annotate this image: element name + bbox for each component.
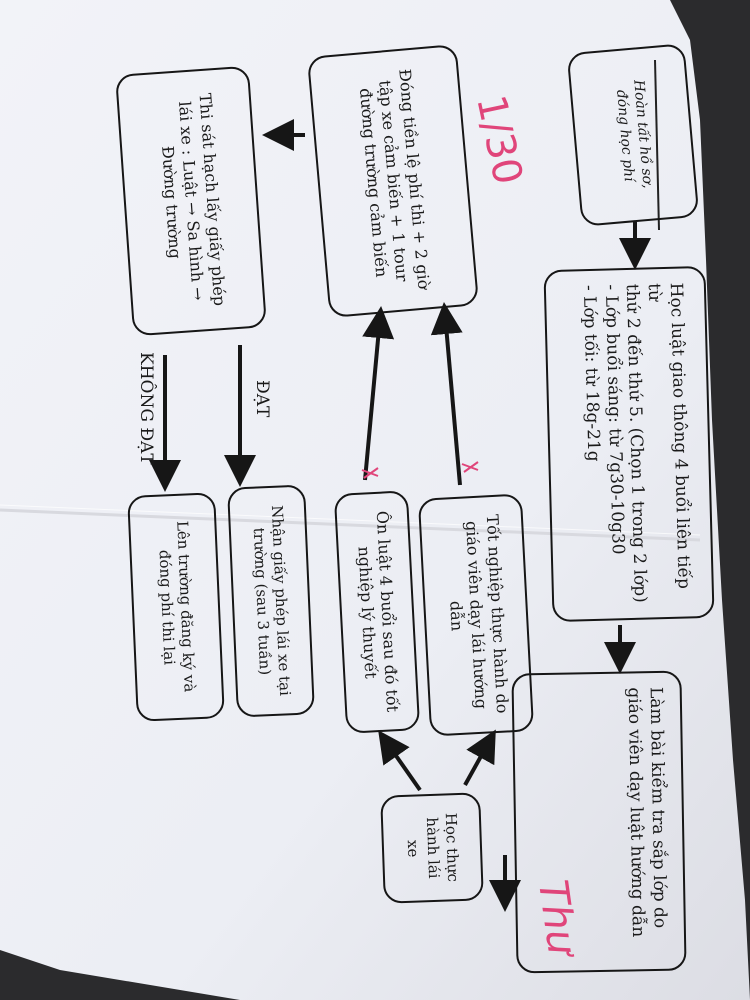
node-practical-graduation: Tốt nghiệp thực hành do giáo viên dạy lá…	[417, 493, 535, 737]
paper-fold-shadow	[0, 508, 701, 542]
arrow-n4-n6	[378, 730, 422, 792]
ink-mark-2	[361, 467, 379, 479]
arrow-n4-n5	[463, 729, 496, 786]
node-traffic-law-class: Học luật giao thông 4 buổi liên tiếp từ …	[543, 265, 715, 623]
node-text-line: Học thực	[441, 812, 462, 883]
node-text-line: hành lái xe	[404, 817, 443, 879]
ink-mark-1	[461, 461, 479, 473]
node-law-review-graduation: Ôn luật 4 buổi sau đó tốt nghiệp lý thuy…	[333, 490, 421, 734]
node-text-line: Học luật giao thông 4 buổi liên tiếp từ	[644, 282, 694, 590]
node-complete-enrollment: Hoàn tất hồ sơ, đóng học phí	[566, 43, 700, 227]
arrow-n6-n7	[362, 306, 395, 481]
arrow-n5-n7	[430, 302, 463, 486]
node-retake-registration: Lên trường đăng ký và đóng phí thi lại	[127, 492, 225, 722]
edge-label-pass: ĐẠT	[252, 380, 272, 418]
node-license-exam: Thi sát hạch lấy giấy phép lái xe : Luật…	[115, 65, 267, 337]
node-driving-practice: Học thực hành lái xe	[380, 792, 484, 904]
node-receive-license: Nhận giấy phép lái xe tại trường (sau 3 …	[227, 484, 315, 718]
paper-crease	[0, 504, 701, 536]
node-text-line: Làm bài kiểm tra sắp lớp do	[645, 686, 670, 929]
edge-label-fail: KHÔNG ĐẠT	[136, 352, 156, 465]
header-rule	[654, 59, 660, 231]
node-exam-fee-payment: Đóng tiền lệ phí thi + 2 giờ tập xe cảm …	[306, 43, 480, 319]
